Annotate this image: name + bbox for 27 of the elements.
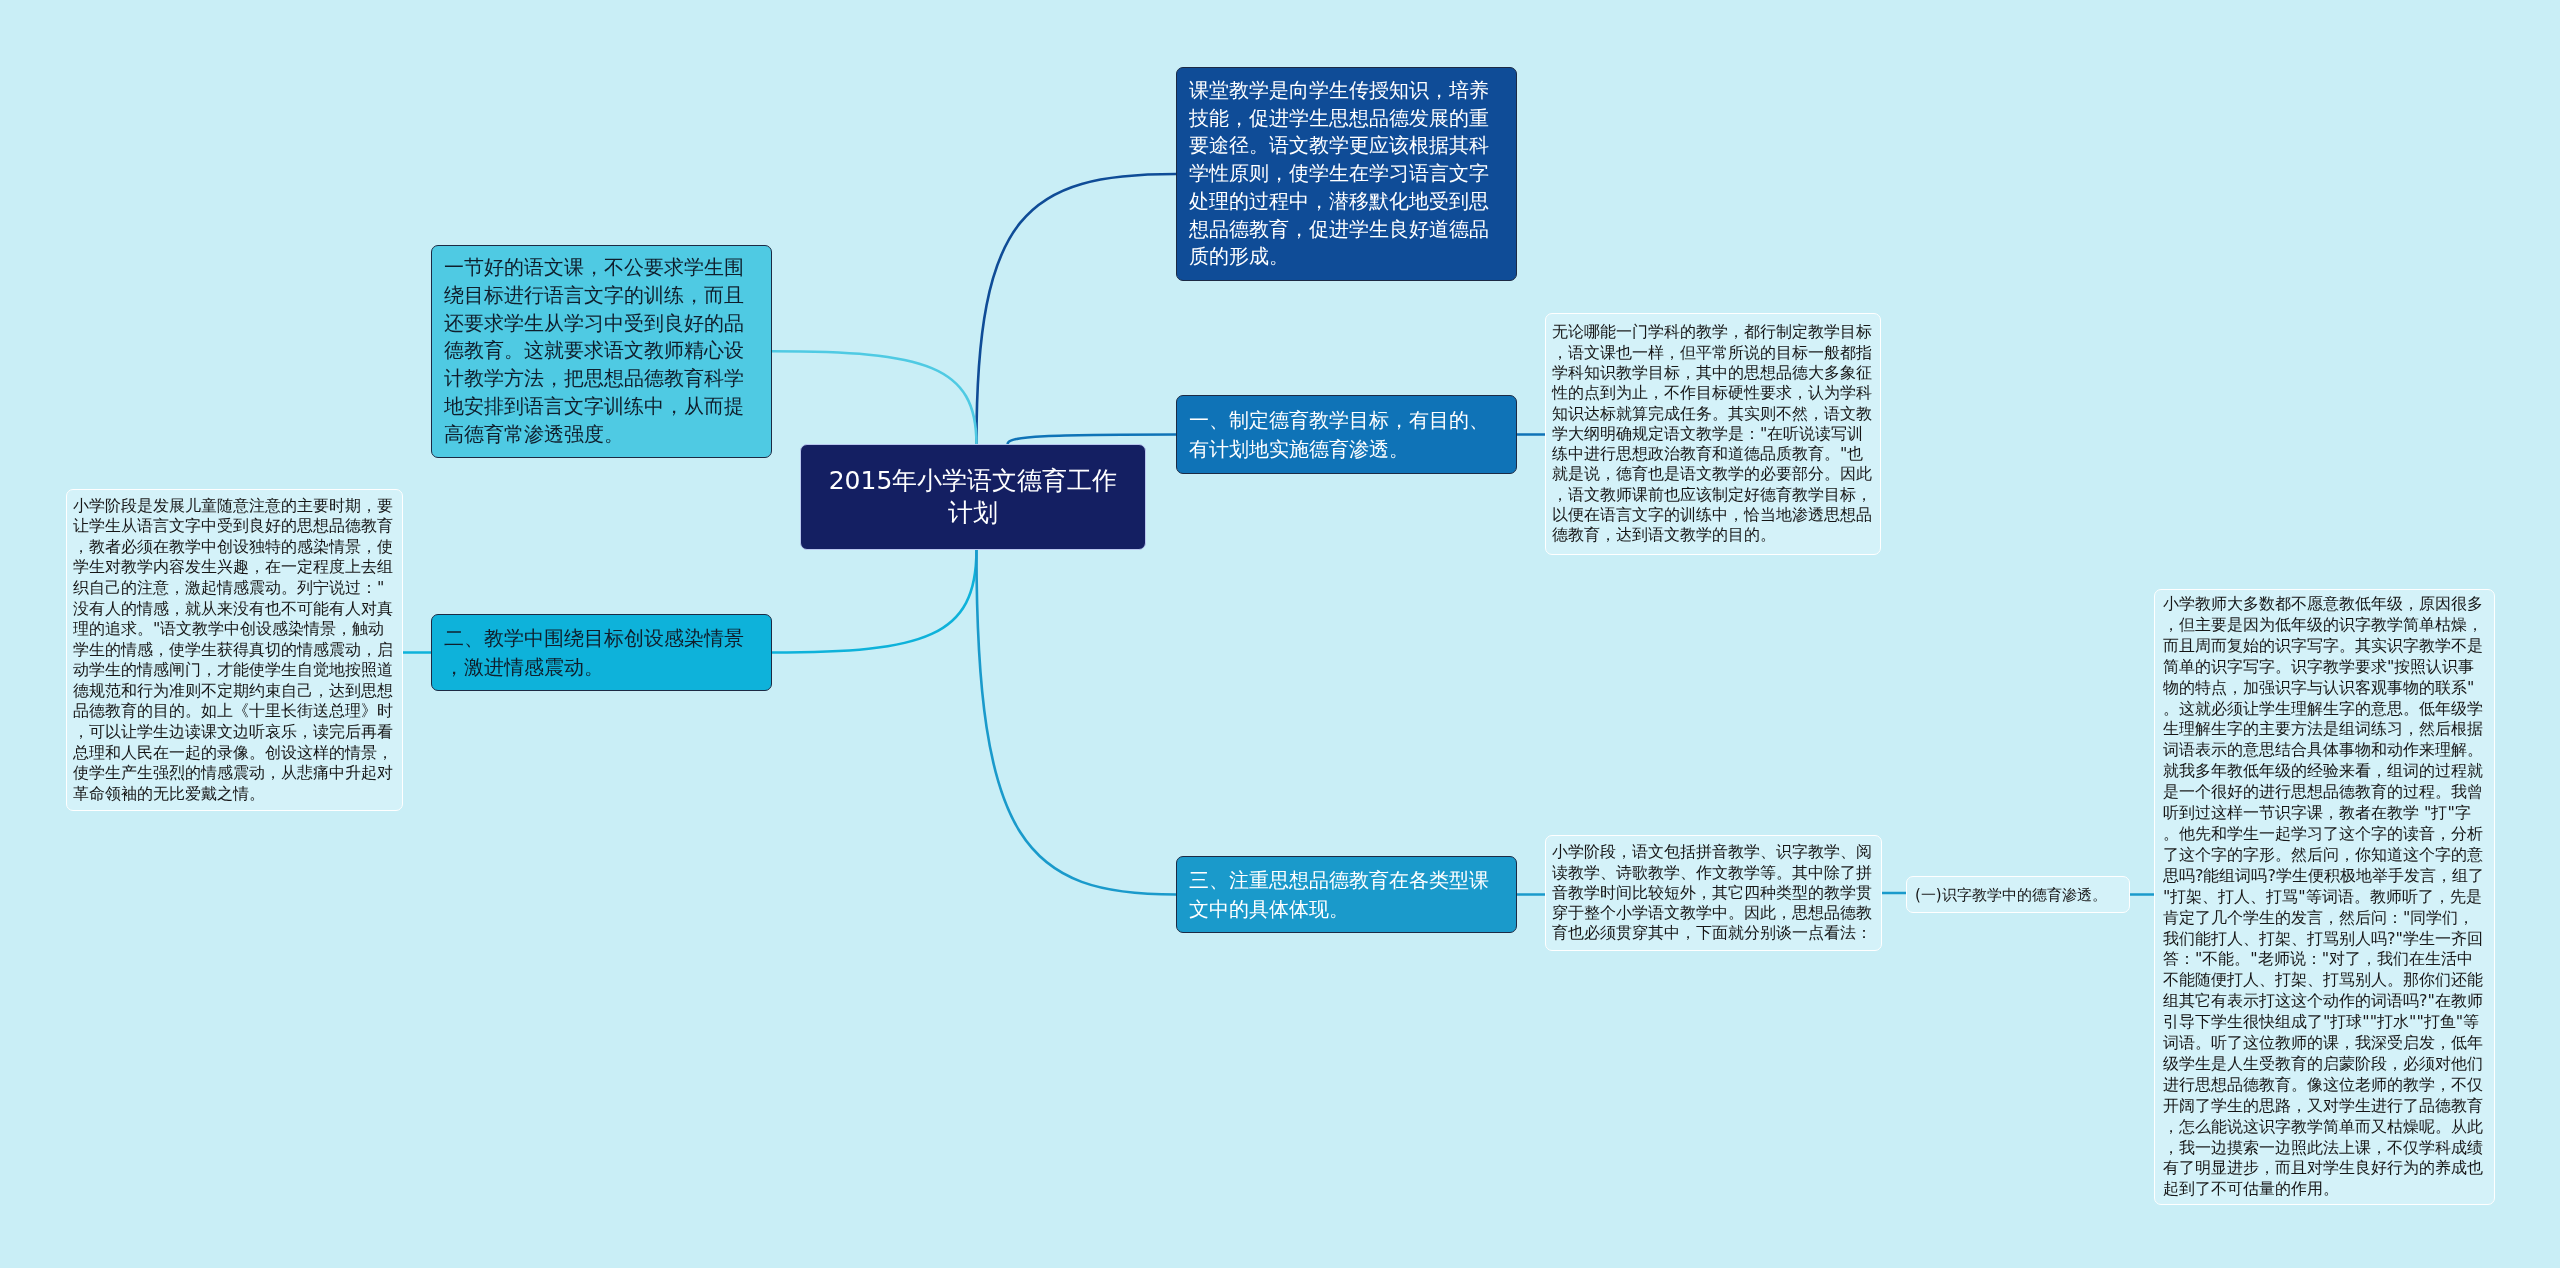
topic-text: 三、注重思想品德教育在各类型课文中的具体体现。 bbox=[1189, 866, 1490, 923]
subtopic-text: (一)识字教学中的德育渗透。 bbox=[1915, 884, 2108, 905]
connector-line bbox=[770, 350, 978, 446]
note-box bbox=[1545, 835, 1882, 951]
topic-text: 课堂教学是向学生传授知识，培养技能，促进学生思想品德发展的重要途径。语文教学更应该根据其科学性原则，使学生在学习语言文字处理的过程中，潜移默化地受到思想品德教育，促进学生良好道德品质的形成。 bbox=[1189, 76, 1490, 271]
topic-box bbox=[1176, 856, 1517, 933]
connector-line bbox=[1515, 433, 1547, 436]
connector-line bbox=[1515, 893, 1547, 896]
connector-line bbox=[1006, 433, 1178, 446]
topic-box bbox=[1176, 395, 1517, 474]
note-text: 小学教师大多数都不愿意教低年级，原因很多，但主要是因为低年级的识字教学简单枯燥，而且周而复始的识字写字。其实识字教学不是简单的识字写字。识字教学要求"按照认识事物的特点，加强识字与认识客观事物的联系"。这就必须让学生理解生字的意思。低年级学生理解生字的主要方法是组词练习，然后根据词语表示的意思结合具体事物和动作来理解。就我多年教低年级的经验来看，组词的过程就是一个很好的进行思想品德教育的过程。我曾听到过这样一节识字课，教者在教学 "打"字。他先和学生一起学习了这个字的读音，分析了这个字的字形。然后问，你知道这个字的意思吗?能组词吗?学生便积极地举手发言，组了"打架、打人、打骂"等词语。教师听了，先是肯定了几个学生的发言，然后问："同学们，我们能打人、打架、打骂别人吗?"学生一齐回答："不能。"老师说："对了，我们在生活中不能随便打人、打架、打骂别人。那你们还能组其它有表示打这这个动作的词语吗?"在教师引导下学生很快组成了"打球""打水""打鱼"等词语。听了这位教师的课，我深受启发，低年级学生是人生受教育的启蒙阶段，必须对他们进行思想品德教育。像这位老师的教学，不仅开阔了学生的思路，又对学生进行了品德教育，怎么能说这识字教学简单而又枯燥呢。从此，我一边摸索一边照此法上课，不仅学科成绩有了明显进步，而且对学生良好行为的养成也起到了不可估量的作用。 bbox=[2163, 594, 2485, 1201]
connector-line bbox=[401, 651, 433, 654]
topic-box bbox=[431, 245, 772, 458]
note-text: 无论哪能一门学科的教学，都行制定教学目标，语文课也一样，但平常所说的目标一般都指学科知识教学目标，其中的思想品德大多象征性的点到为止，不作目标硬性要求，认为学科知识达标就算完成任务。其实则不然，语文教学大纲明确规定语文教学是："在听说读写训练中进行思想政治教育和道德品质教育。"也就是说，德育也是语文教学的必要部分。因此，语文教师课前也应该制定好德育教学目标，以便在语言文字的训练中，恰当地渗透思想品德教育，达到语文教学的目的。 bbox=[1552, 322, 1873, 546]
connector-line bbox=[1880, 891, 1908, 895]
topic-box bbox=[1176, 67, 1517, 281]
note-text: 小学阶段是发展儿童随意注意的主要时期，要让学生从语言文字中受到良好的思想品德教育，教者必须在教学中创设独特的感染情景，使学生对教学内容发生兴趣，在一定程度上去组织自己的注意，激起情感震动。列宁说过："没有人的情感，就从来没有也不可能有人对真理的追求。"语文教学中创设感染情景，触动学生的情感，使学生获得真切的情感震动，启动学生的情感闸门，才能使学生自觉地按照道德规范和行为准则不定期约束自己，达到思想品德教育的目的。如上《十里长街送总理》时，可以让学生边读课文边听哀乐，读完后再看总理和人民在一起的录像。创设这样的情景，使学生产生强烈的情感震动，从悲痛中升起对革命领袖的无比爱戴之情。 bbox=[73, 495, 394, 805]
topic-box bbox=[431, 614, 772, 691]
connector-line bbox=[2128, 893, 2156, 896]
topic-text: 一、制定德育教学目标，有目的、有计划地实施德育渗透。 bbox=[1189, 406, 1490, 463]
central-topic-box bbox=[800, 444, 1146, 550]
central-topic-text: 2015年小学语文德育工作计划 bbox=[827, 465, 1119, 529]
subtopic-box bbox=[1906, 876, 2130, 913]
connector-line bbox=[975, 548, 1178, 896]
note-text: 小学阶段，语文包括拼音教学、识字教学、阅读教学、诗歌教学、作文教学等。其中除了拼音教学时间比较短外，其它四种类型的教学贯穿于整个小学语文教学中。因此，思想品德教育也必须贯穿其中，下面就分别谈一点看法： bbox=[1552, 842, 1873, 944]
topic-text: 二、教学中围绕目标创设感染情景，激进情感震动。 bbox=[444, 624, 745, 681]
topic-text: 一节好的语文课，不公要求学生围绕目标进行语言文字的训练，而且还要求学生从学习中受到良好的品德教育。这就要求语文教师精心设计教学方法，把思想品德教育科学地安排到语言文字训练中，从而提高德育常渗透强度。 bbox=[444, 254, 745, 448]
